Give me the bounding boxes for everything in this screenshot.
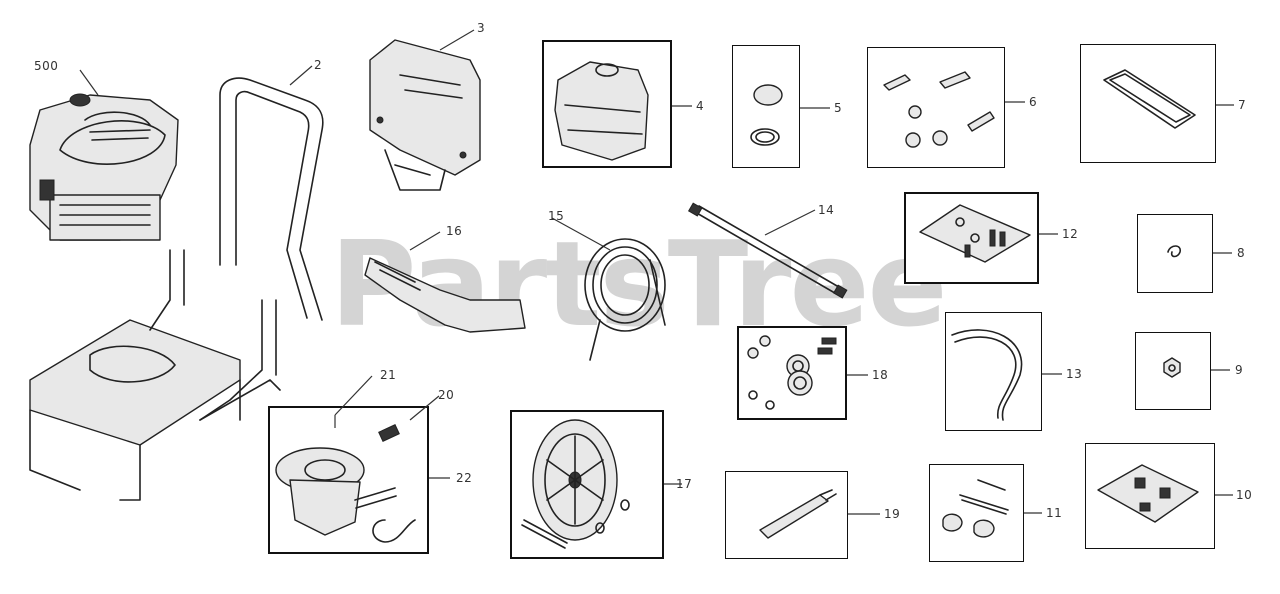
hardware-6-drawing [883,71,995,148]
part-box-bolts-11[interactable] [929,464,1024,562]
gun-drawing [364,257,526,333]
callout-10[interactable]: 10 [1236,488,1253,502]
panel-drawing [369,39,481,191]
callout-12[interactable]: 12 [1062,227,1079,241]
hose-coil-drawing [584,238,666,361]
callout-500[interactable]: 500 [34,59,59,73]
callout-5[interactable]: 5 [834,101,843,115]
engine-drawing [29,93,179,241]
callout-15[interactable]: 15 [548,209,565,223]
callout-3[interactable]: 3 [477,21,486,35]
callout-20[interactable]: 20 [438,388,455,402]
callout-9[interactable]: 9 [1235,363,1244,377]
bolts-11-drawing [942,479,1009,538]
nut-9-drawing [1163,357,1181,378]
watermark: PartsTree [330,215,948,353]
fuel-cap-drawing [750,84,783,146]
kit-18-drawing [747,335,837,410]
callout-18[interactable]: 18 [872,368,889,382]
hose-13-drawing [951,329,1023,421]
callout-4[interactable]: 4 [696,99,705,113]
callout-2[interactable]: 2 [314,58,323,72]
part-box-hardware-6[interactable] [867,47,1005,168]
callout-8[interactable]: 8 [1237,246,1246,260]
leader-lines [79,29,1234,515]
callout-19[interactable]: 19 [884,507,901,521]
lance-drawing [687,202,848,299]
frame-drawing [29,249,281,501]
callout-11[interactable]: 11 [1046,506,1063,520]
part-box-clip-8[interactable] [1137,214,1213,293]
nozzle-19-drawing [759,489,837,539]
kit-12-drawing [919,204,1031,263]
wheel-drawing [521,419,630,549]
pump-drawing [275,424,416,543]
fuel-tank-drawing [554,61,649,161]
callout-16[interactable]: 16 [446,224,463,238]
bracket-7-drawing [1103,69,1196,129]
handle-drawing [219,77,324,321]
callout-22[interactable]: 22 [456,471,473,485]
kit-10-drawing [1097,464,1199,523]
callout-21[interactable]: 21 [380,368,397,382]
callout-14[interactable]: 14 [818,203,835,217]
callout-13[interactable]: 13 [1066,367,1083,381]
callout-17[interactable]: 17 [676,477,693,491]
callout-6[interactable]: 6 [1029,95,1038,109]
clip-8-drawing [1167,245,1181,258]
callout-7[interactable]: 7 [1238,98,1247,112]
part-box-fuel-cap[interactable] [732,45,800,168]
